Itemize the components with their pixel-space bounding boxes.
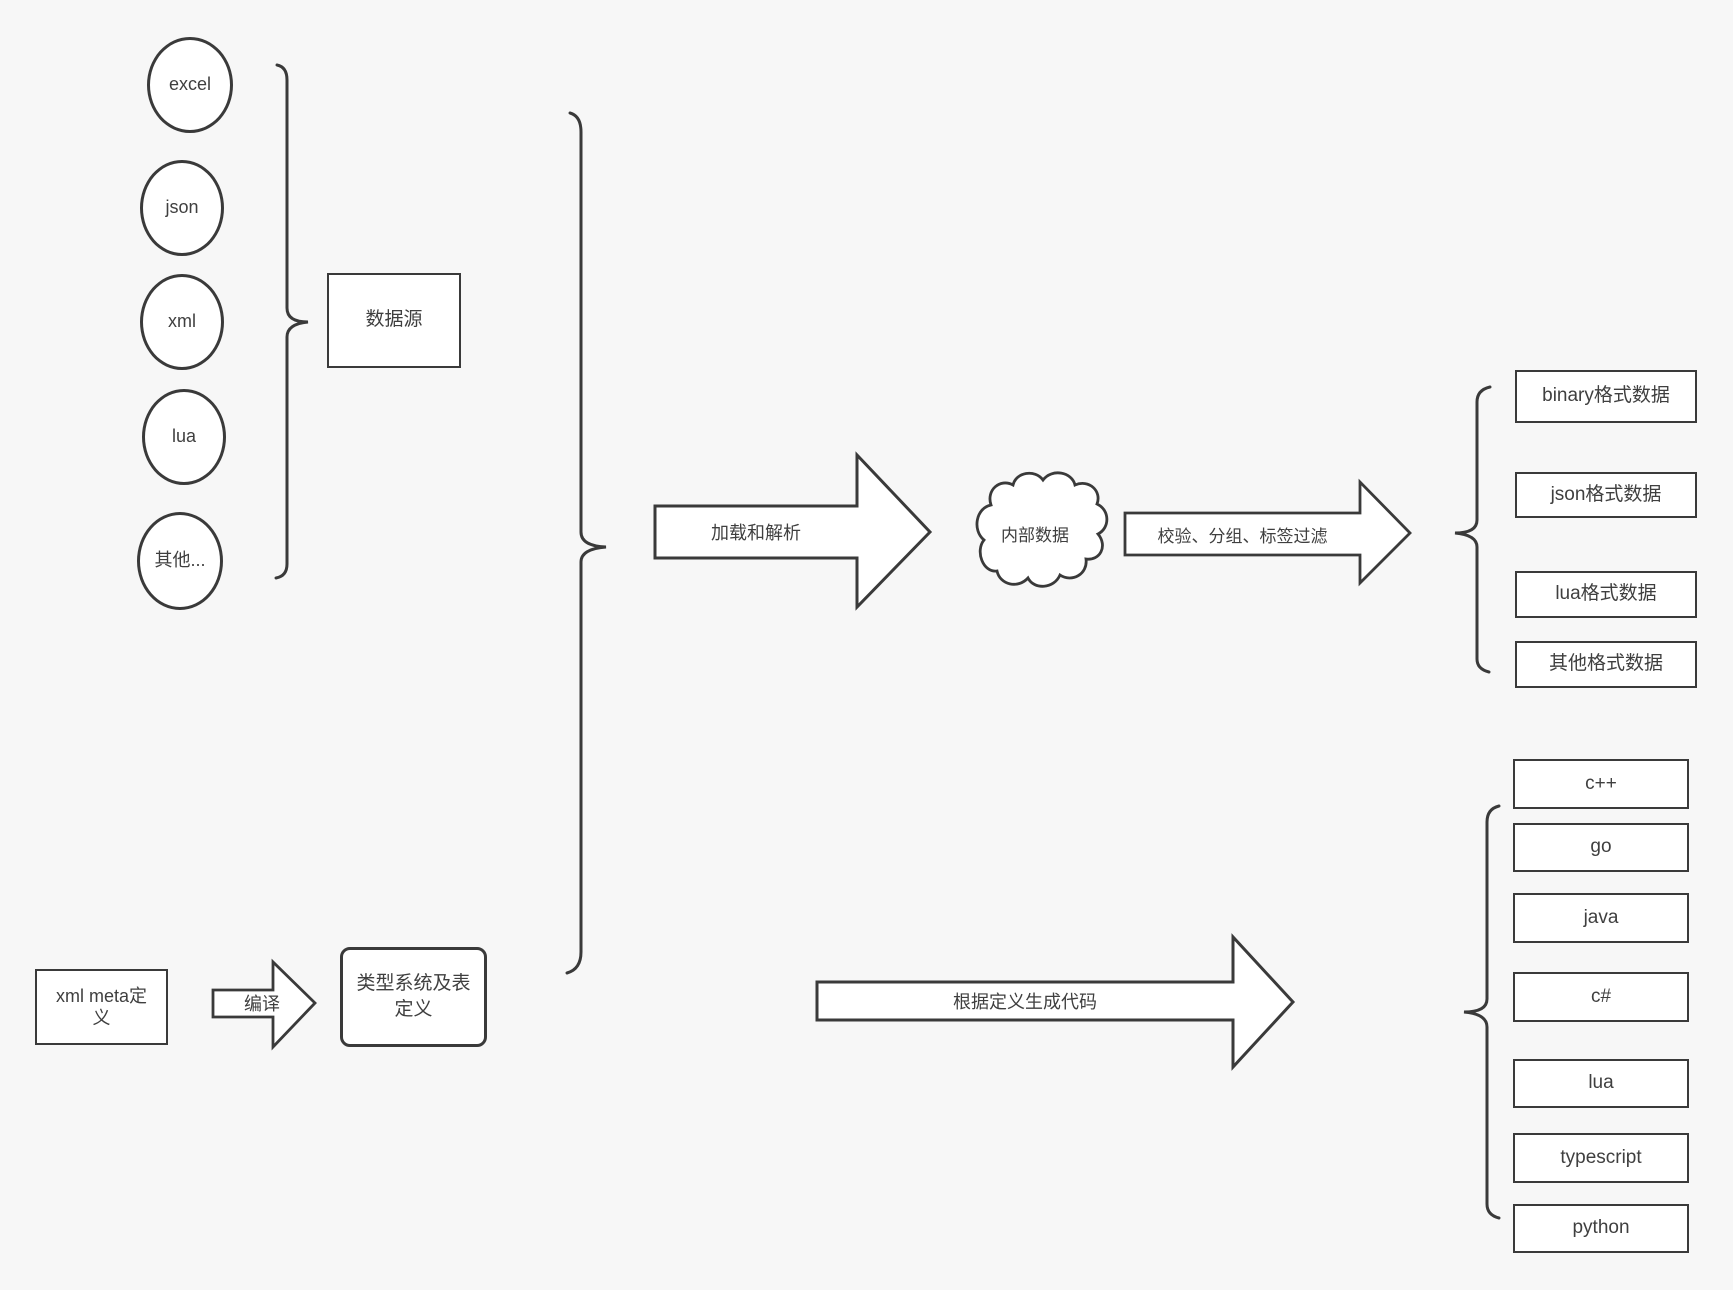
language-box-csharp: c#	[1513, 972, 1689, 1022]
internal-data-cloud	[975, 471, 1109, 588]
language-box-cpp: c++	[1513, 759, 1689, 809]
format-box-json: json格式数据	[1515, 472, 1697, 518]
language-box-lua: lua	[1513, 1059, 1689, 1108]
source-node-xml: xml	[140, 274, 224, 370]
internal-data-cloud-label: 内部数据	[1001, 525, 1069, 545]
language-box-go: go	[1513, 823, 1689, 872]
load-parse-arrow-label: 加载和解析	[711, 523, 801, 543]
xml-meta-definition-box: xml meta定义	[35, 969, 168, 1045]
inputs-group-brace	[565, 111, 607, 975]
languages-group-brace	[1463, 804, 1501, 1220]
codegen-arrow-label: 根据定义生成代码	[953, 992, 1097, 1012]
compile-arrow-label: 编译	[244, 994, 280, 1014]
compile-arrow	[211, 958, 317, 1051]
formats-group-brace	[1454, 385, 1492, 674]
source-node-json: json	[140, 160, 224, 256]
load-parse-arrow	[653, 451, 933, 611]
source-node-lua: lua	[142, 389, 226, 485]
language-box-java: java	[1513, 893, 1689, 943]
source-node-excel: excel	[147, 37, 233, 133]
sources-group-brace	[274, 63, 309, 580]
format-box-lua: lua格式数据	[1515, 571, 1697, 618]
data-source-box: 数据源	[327, 273, 461, 368]
filter-arrow	[1123, 478, 1412, 587]
codegen-arrow	[815, 933, 1296, 1071]
source-node-other: 其他...	[137, 512, 223, 610]
format-box-binary: binary格式数据	[1515, 370, 1697, 423]
language-box-typescript: typescript	[1513, 1133, 1689, 1183]
type-system-definition-box: 类型系统及表定义	[340, 947, 487, 1047]
language-box-python: python	[1513, 1204, 1689, 1253]
format-box-other: 其他格式数据	[1515, 641, 1697, 688]
filter-arrow-label: 校验、分组、标签过滤	[1157, 526, 1328, 546]
